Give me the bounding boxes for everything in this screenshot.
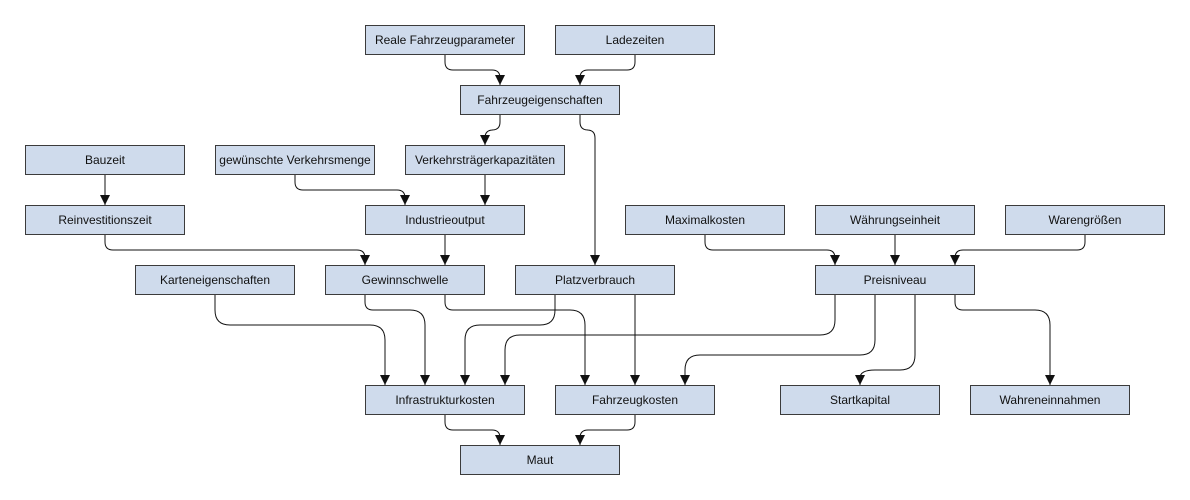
- node-reale-fahrzeugparameter[interactable]: Reale Fahrzeugparameter: [365, 25, 525, 55]
- edge-preisniveau-infrastrukturkosten: [500, 295, 836, 385]
- node-fahrzeugeigenschaften[interactable]: Fahrzeugeigenschaften: [460, 85, 620, 115]
- edge-preisniveau-startkapital: [855, 295, 916, 385]
- edge-realefahrzeugparameter-fahrzeugeigenschaften: [444, 55, 505, 85]
- node-industrieoutput[interactable]: Industrieoutput: [365, 205, 525, 235]
- node-preisniveau[interactable]: Preisniveau: [815, 265, 975, 295]
- edge-maximalkosten-preisniveau: [704, 235, 840, 265]
- node-waehrungseinheit[interactable]: Währungseinheit: [815, 205, 975, 235]
- node-fahrzeugkosten[interactable]: Fahrzeugkosten: [555, 385, 715, 415]
- node-wahreneinnahmen[interactable]: Wahreneinnahmen: [970, 385, 1130, 415]
- edge-warengroessen-preisniveau: [950, 235, 1086, 265]
- edge-karteneigenschaften-infrastrukturkosten: [214, 295, 390, 385]
- node-infrastrukturkosten[interactable]: Infrastrukturkosten: [365, 385, 525, 415]
- node-warengroessen[interactable]: Warengrößen: [1005, 205, 1165, 235]
- edge-fahrzeugeigenschaften-platzverbrauch: [579, 115, 600, 265]
- edge-infrastrukturkosten-maut: [444, 415, 505, 445]
- edge-fahrzeugkosten-maut: [575, 415, 636, 445]
- node-maximalkosten[interactable]: Maximalkosten: [625, 205, 785, 235]
- node-gewuenschte-verkehrsmenge[interactable]: gewünschte Verkehrsmenge: [215, 145, 375, 175]
- node-ladezeiten[interactable]: Ladezeiten: [555, 25, 715, 55]
- edge-gewinnschwelle-fahrzeugkosten: [444, 295, 590, 385]
- node-bauzeit[interactable]: Bauzeit: [25, 145, 185, 175]
- edge-platzverbrauch-infrastrukturkosten: [460, 295, 556, 385]
- edge-gewinnschwelle-infrastrukturkosten: [364, 295, 430, 385]
- edge-fahrzeugeigenschaften-verkehrstraegerkapazitaeten: [480, 115, 501, 145]
- node-karteneigenschaften[interactable]: Karteneigenschaften: [135, 265, 295, 295]
- node-platzverbrauch[interactable]: Platzverbrauch: [515, 265, 675, 295]
- node-startkapital[interactable]: Startkapital: [780, 385, 940, 415]
- edge-ladezeiten-fahrzeugeigenschaften: [575, 55, 636, 85]
- node-verkehrstraegerkapazitaeten[interactable]: Verkehrsträgerkapazitäten: [405, 145, 565, 175]
- node-reinvestitionszeit[interactable]: Reinvestitionszeit: [25, 205, 185, 235]
- node-gewinnschwelle[interactable]: Gewinnschwelle: [325, 265, 485, 295]
- edge-preisniveau-wahreneinnahmen: [954, 295, 1055, 385]
- edge-reinvestitionszeit-gewinnschwelle: [104, 235, 370, 265]
- edge-gewuenschteverkehrsmenge-industrieoutput: [294, 175, 410, 205]
- edge-preisniveau-fahrzeugkosten: [680, 295, 876, 385]
- node-maut[interactable]: Maut: [460, 445, 620, 475]
